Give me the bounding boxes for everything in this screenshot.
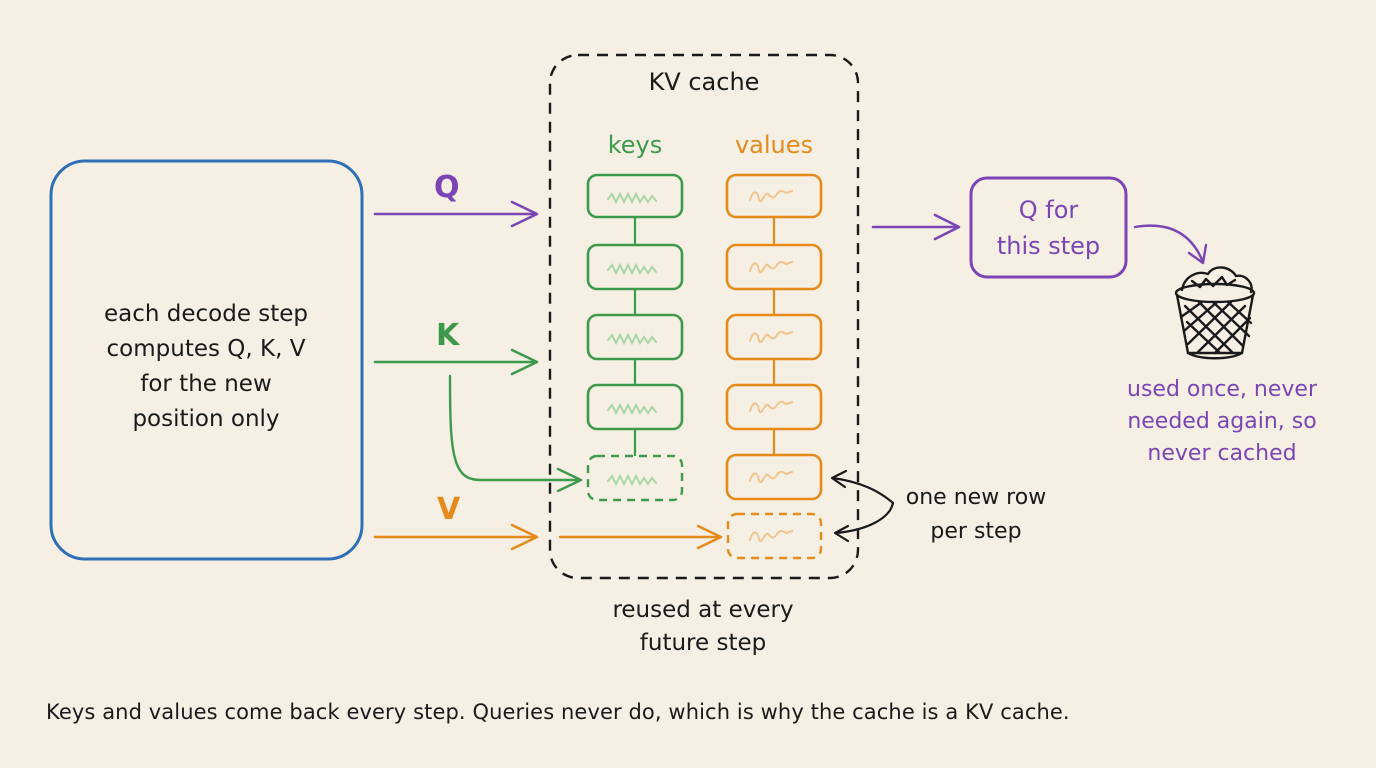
trash-can-icon bbox=[1174, 266, 1256, 360]
query-box-line: this step bbox=[996, 232, 1101, 260]
query-box-text: Q for this step bbox=[971, 192, 1126, 264]
k-label: K bbox=[436, 318, 460, 353]
value-row bbox=[725, 173, 823, 219]
decode-step-box bbox=[49, 159, 364, 561]
reuse-note-line: future step bbox=[639, 630, 767, 656]
key-row bbox=[586, 383, 684, 431]
key-row bbox=[586, 313, 684, 361]
new-row-note-line: per step bbox=[930, 519, 1022, 544]
query-box bbox=[969, 176, 1128, 279]
reuse-note: reused at every future step bbox=[572, 594, 834, 660]
value-row bbox=[725, 453, 823, 501]
k-to-new-key-arrow bbox=[448, 374, 583, 493]
decode-box-line: for the new bbox=[140, 371, 272, 397]
query-to-trash-arrow bbox=[1133, 224, 1208, 265]
q-label: Q bbox=[434, 170, 460, 205]
discard-note-line: used once, never bbox=[1127, 377, 1317, 402]
v-to-new-value-arrow bbox=[558, 524, 723, 550]
q-arrow bbox=[373, 200, 539, 228]
decode-box-text: each decode step computes Q, K, V for th… bbox=[56, 297, 356, 437]
value-row bbox=[725, 313, 823, 361]
decode-box-line: computes Q, K, V bbox=[106, 336, 306, 362]
k-arrow bbox=[373, 348, 539, 376]
new-row-note-line: one new row bbox=[905, 485, 1047, 510]
key-row bbox=[586, 243, 684, 291]
keys-label: keys bbox=[607, 131, 663, 159]
key-row bbox=[586, 173, 684, 219]
kv-cache-title: KV cache bbox=[648, 68, 760, 96]
discard-note-line: needed again, so bbox=[1127, 409, 1317, 434]
caption: Keys and values come back every step. Qu… bbox=[46, 700, 1070, 724]
decode-box-line: position only bbox=[132, 406, 280, 432]
reuse-note-line: reused at every bbox=[612, 597, 794, 623]
values-label: values bbox=[734, 131, 814, 159]
new-row-pointer-arrows bbox=[830, 469, 895, 543]
value-row bbox=[725, 243, 823, 291]
cache-to-query-arrow bbox=[871, 213, 961, 241]
new-value-row bbox=[726, 512, 823, 560]
discard-note: used once, never needed again, so never … bbox=[1102, 374, 1342, 470]
discard-note-line: never cached bbox=[1147, 441, 1297, 466]
query-box-line: Q for bbox=[1018, 196, 1079, 224]
new-row-note: one new row per step bbox=[895, 481, 1057, 549]
new-key-row bbox=[586, 454, 684, 502]
value-row bbox=[725, 383, 823, 431]
v-label: V bbox=[437, 492, 461, 527]
kv-cache-container bbox=[548, 53, 860, 580]
v-arrow bbox=[373, 523, 539, 551]
decode-box-line: each decode step bbox=[103, 301, 309, 327]
